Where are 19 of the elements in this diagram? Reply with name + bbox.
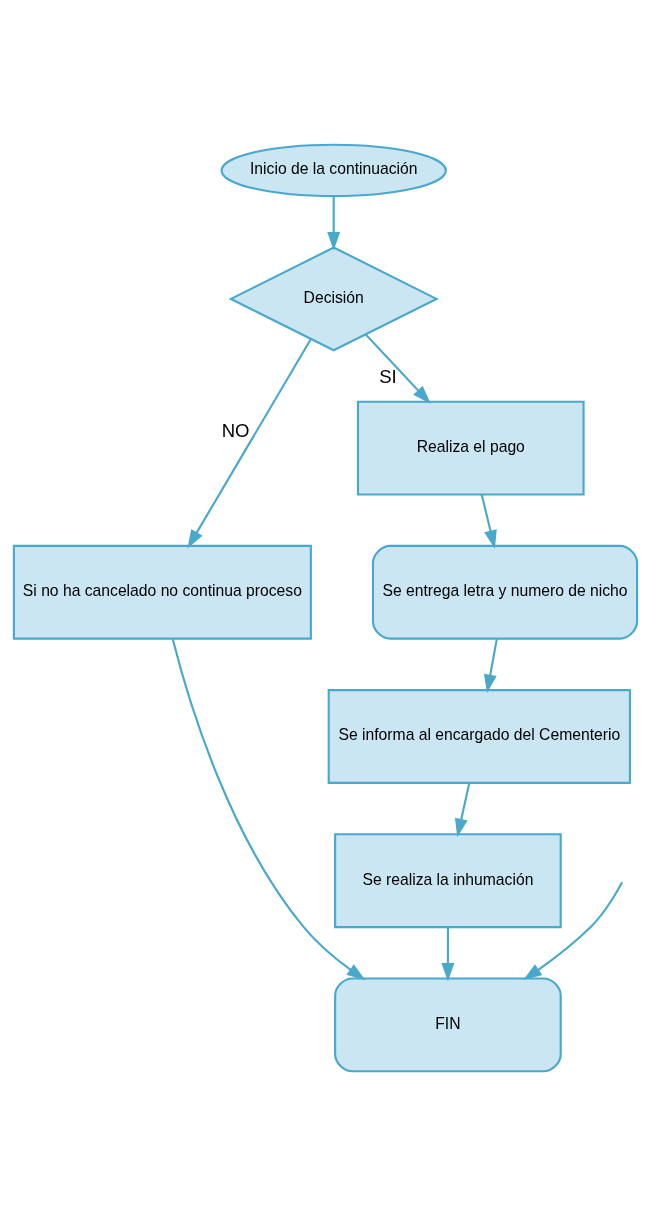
arrow <box>171 638 366 981</box>
node-box: Realiza el pago <box>356 400 585 496</box>
arrow <box>327 196 341 251</box>
arrow <box>441 927 455 982</box>
node-box: FIN <box>334 977 562 1073</box>
node-box: Se informa al encargado del Cementerio <box>327 689 632 784</box>
node-box: Se realiza la inhumación <box>334 833 562 929</box>
arrow <box>454 782 471 838</box>
arrow <box>187 338 312 549</box>
arrow <box>365 333 431 404</box>
node-diamond: Decisión <box>228 246 439 352</box>
edge-label: SI <box>379 365 397 387</box>
node-ellipse: Inicio de la continuación <box>220 143 447 198</box>
arrow <box>523 881 623 981</box>
edge-label: NO <box>221 420 250 442</box>
node-box: Se entrega letra y numero de nicho <box>371 544 639 640</box>
arrow <box>480 494 497 549</box>
arrow <box>483 638 498 694</box>
node-box: Si no ha cancelado no continua proceso <box>12 544 312 640</box>
